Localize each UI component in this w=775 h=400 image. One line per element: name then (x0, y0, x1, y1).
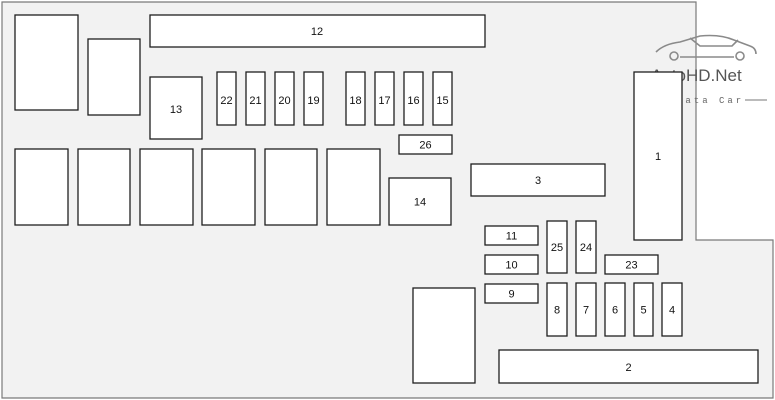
fuse-label: 16 (407, 95, 419, 107)
fuse-label: 4 (669, 305, 675, 317)
fuse-4: 4 (661, 282, 683, 337)
fuse-label: 12 (311, 26, 323, 38)
fuse-12: 12 (149, 14, 486, 48)
fuse-label: 11 (506, 231, 517, 243)
watermark-tagline: Data Car (677, 96, 744, 106)
relay-block (326, 148, 381, 226)
fuse-label: 13 (170, 104, 182, 116)
fuse-11: 11 (484, 225, 539, 246)
fuse-label: 26 (419, 140, 431, 152)
fuse-16: 16 (403, 71, 424, 126)
relay-block (14, 148, 69, 226)
car-silhouette-icon (655, 34, 757, 61)
relay-block (14, 14, 79, 111)
fuse-23: 23 (604, 254, 659, 275)
fuse-label: 10 (505, 260, 517, 272)
fuse-label: 21 (249, 95, 261, 107)
fuse-label: 7 (583, 305, 589, 317)
fuse-label: 18 (349, 95, 361, 107)
fuse-label: 22 (220, 95, 232, 107)
fuse-label: 15 (436, 95, 448, 107)
fuse-3: 3 (470, 163, 606, 197)
fuse-label: 9 (508, 289, 514, 301)
fuse-25: 25 (546, 220, 568, 274)
fuse-20: 20 (274, 71, 295, 126)
fuse-13: 13 (149, 76, 203, 140)
fuse-label: 8 (554, 305, 560, 317)
fuse-label: 17 (378, 95, 390, 107)
relay-block (412, 287, 476, 384)
fuse-label: 5 (640, 305, 646, 317)
relay-block (77, 148, 131, 226)
fuse-2: 2 (498, 349, 759, 384)
fuse-label: 23 (625, 260, 637, 272)
fuse-19: 19 (303, 71, 324, 126)
relay-block (201, 148, 256, 226)
fuse-6: 6 (604, 282, 626, 337)
fuse-7: 7 (575, 282, 597, 337)
fuse-8: 8 (546, 282, 568, 337)
fuse-5: 5 (633, 282, 654, 337)
relay-block (264, 148, 318, 226)
fuse-22: 22 (216, 71, 237, 126)
fuse-label: 3 (535, 175, 541, 187)
fuse-label: 20 (278, 95, 290, 107)
fuse-label: 6 (612, 305, 618, 317)
fuse-9: 9 (484, 283, 539, 304)
fuse-label: 14 (414, 197, 426, 209)
fuse-17: 17 (374, 71, 395, 126)
fuse-15: 15 (432, 71, 453, 126)
fuse-18: 18 (345, 71, 366, 126)
fuse-26: 26 (398, 134, 453, 155)
fuse-21: 21 (245, 71, 266, 126)
fuse-14: 14 (388, 177, 452, 226)
fuse-label: 19 (307, 95, 319, 107)
relay-block (139, 148, 194, 226)
fuse-label: 1 (655, 151, 661, 163)
fuse-24: 24 (575, 220, 597, 274)
fuse-label: 25 (551, 242, 563, 254)
fuse-label: 24 (580, 242, 592, 254)
fuse-label: 2 (625, 362, 631, 374)
fuse-10: 10 (484, 254, 539, 275)
fuse-1: 1 (633, 71, 683, 241)
relay-block (87, 38, 141, 116)
